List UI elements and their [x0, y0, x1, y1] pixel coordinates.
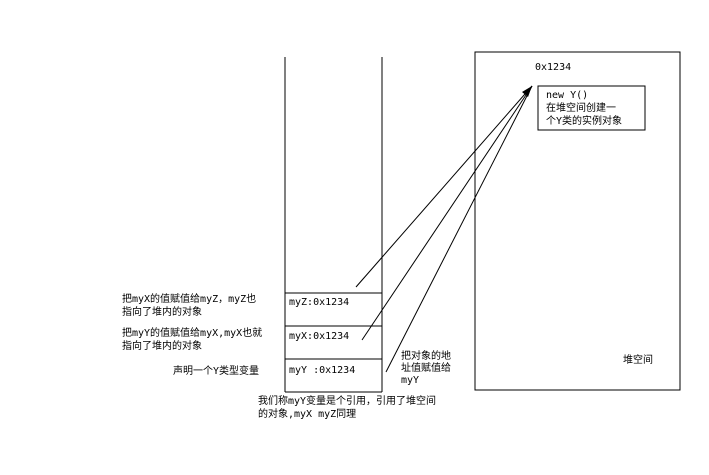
annotation-address-line3: myY — [401, 375, 420, 386]
heap-region — [474, 51, 681, 391]
annotation-address-line1: 把对象的地 — [401, 351, 451, 362]
reference-arrow-myy — [385, 85, 533, 373]
heap-object-box — [537, 85, 646, 131]
annotation-myz-line2: 指向了堆内的对象 — [122, 307, 202, 318]
annotation-myx-line2: 指向了堆内的对象 — [122, 341, 202, 352]
reference-arrow-myz — [355, 85, 533, 288]
arrowhead-icon — [522, 86, 532, 97]
heap-label: 堆空间 — [623, 355, 653, 366]
heap-address: 0x1234 — [535, 62, 572, 73]
reference-arrow-myx — [361, 85, 533, 341]
stack-slot-myx: myX:0x1234 — [289, 331, 350, 342]
heap-object-line2: 在堆空间创建一 — [546, 103, 616, 114]
stack-slot-myz: myZ:0x1234 — [289, 297, 350, 308]
heap-object-line1: new Y() — [546, 90, 589, 101]
stack-slot-myy: myY :0x1234 — [289, 365, 356, 376]
annotation-myx-line1: 把myY的值赋值给myX,myX也就 — [122, 328, 263, 339]
annotation-bottom-line2: 的对象,myX myZ同理 — [258, 409, 357, 420]
annotation-myz-line1: 把myX的值赋值给myZ，myZ也 — [122, 294, 257, 305]
heap-object-line3: 个Y类的实例对象 — [546, 116, 623, 127]
annotation-myy: 声明一个Y类型变量 — [173, 366, 260, 377]
annotation-address-line2: 址值赋值给 — [401, 363, 451, 374]
annotation-bottom-line1: 我们称myY变量是个引用，引用了堆空间 — [258, 396, 437, 407]
